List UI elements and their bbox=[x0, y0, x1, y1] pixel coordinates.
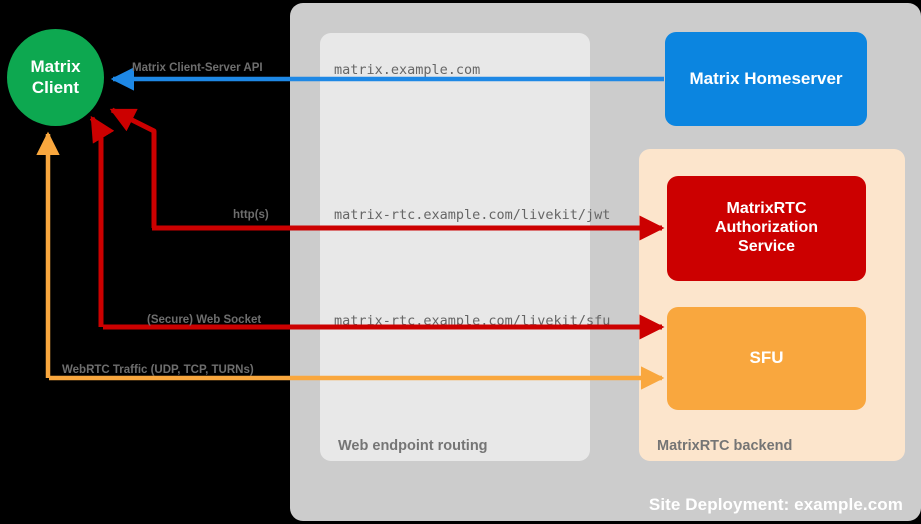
connector-https-to-auth-service bbox=[109, 107, 665, 241]
connector-label-webrtc: WebRTC Traffic (UDP, TCP, TURNs) bbox=[62, 364, 254, 376]
sfu-label: SFU bbox=[749, 348, 784, 368]
matrixrtc-backend-label: MatrixRTC backend bbox=[657, 438, 793, 454]
matrixrtc-authorization-service-node[interactable]: MatrixRTC Authorization Service bbox=[667, 176, 866, 281]
matrix-client-label-line1: Matrix bbox=[30, 57, 81, 77]
sfu-node[interactable]: SFU bbox=[667, 307, 866, 410]
connector-label-matrix-client-server-api: Matrix Client-Server API bbox=[132, 62, 263, 74]
matrix-homeserver-node[interactable]: Matrix Homeserver bbox=[665, 32, 867, 126]
auth-service-label-line3: Service bbox=[738, 237, 795, 255]
connector-label-websocket: (Secure) Web Socket bbox=[147, 314, 262, 326]
connector-webrtc-to-sfu bbox=[36, 131, 665, 390]
site-deployment-label: Site Deployment: example.com bbox=[648, 495, 903, 514]
route-endpoint-matrix: matrix.example.com bbox=[334, 62, 481, 78]
connector-label-https: http(s) bbox=[233, 209, 269, 221]
route-endpoint-jwt: matrix-rtc.example.com/livekit/jwt bbox=[334, 207, 611, 223]
matrix-client-label-line2: Client bbox=[31, 77, 80, 97]
web-endpoint-routing-container bbox=[320, 33, 590, 461]
web-endpoint-routing-label: Web endpoint routing bbox=[338, 438, 488, 454]
auth-service-label-line1: MatrixRTC bbox=[726, 200, 807, 218]
connector-websocket-to-sfu bbox=[89, 115, 665, 340]
matrix-homeserver-label: Matrix Homeserver bbox=[689, 68, 843, 88]
auth-service-label-line2: Authorization bbox=[714, 219, 819, 237]
matrix-client-node[interactable]: Matrix Client bbox=[7, 29, 104, 126]
